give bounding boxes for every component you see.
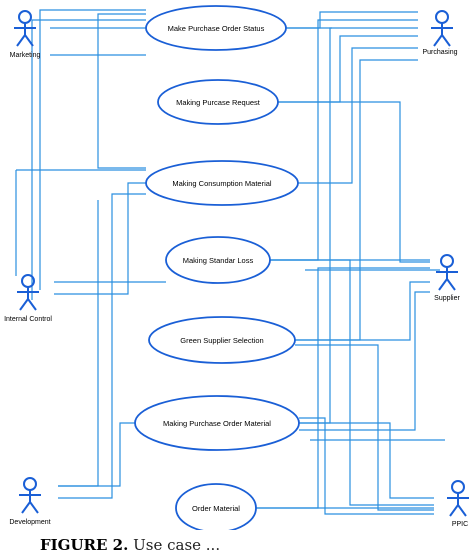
association-line (256, 267, 430, 509)
association-line (97, 13, 146, 55)
use-case-label: Green Supplier Selection (180, 336, 263, 345)
use-case-label: Making Purchase Order Material (163, 419, 271, 428)
actor-label: Purchasing (422, 49, 457, 56)
actor-label: Development (9, 519, 50, 526)
use-case-order-material[interactable]: Order Material (175, 483, 257, 530)
association-line (58, 200, 99, 487)
association-lines (15, 9, 445, 515)
use-case-label: Making Purcase Request (176, 98, 261, 107)
use-case-diagram: Make Purchase Order Status Making Purcas… (4, 5, 469, 530)
use-case-label: Make Purchase Order Status (168, 24, 265, 33)
use-case-making-consumption-material[interactable]: Making Consumption Material (145, 160, 299, 206)
actor-marketing[interactable]: Marketing (10, 10, 41, 59)
actor-internal-control[interactable]: Internal Control (4, 274, 52, 323)
association-line (299, 417, 434, 515)
stick-figure-icon (17, 274, 39, 311)
stick-figure-icon (436, 254, 458, 291)
use-case-making-standar-loss[interactable]: Making Standar Loss (165, 236, 271, 284)
association-line (290, 47, 418, 184)
use-case-green-supplier-selection[interactable]: Green Supplier Selection (148, 316, 296, 364)
association-line (97, 55, 146, 169)
caption-label: FIGURE 2. (40, 536, 129, 554)
association-line (270, 259, 434, 506)
actor-supplier[interactable]: Supplier (434, 254, 461, 302)
association-line (31, 19, 146, 300)
actor-label: PPIC (452, 521, 468, 528)
use-case-make-purchase-order-status[interactable]: Make Purchase Order Status (145, 5, 287, 51)
actor-development[interactable]: Development (9, 477, 51, 526)
actor-label: Internal Control (4, 316, 52, 323)
use-case-label: Order Material (192, 504, 240, 513)
actor-purchasing[interactable]: Purchasing (422, 10, 458, 56)
association-line (295, 344, 434, 511)
actor-label: Supplier (434, 295, 460, 302)
association-line (58, 422, 135, 487)
association-line (39, 9, 146, 290)
actor-ppic[interactable]: PPIC (447, 480, 469, 528)
association-line (295, 281, 430, 341)
use-case-making-purchase-order-material[interactable]: Making Purchase Order Material (134, 395, 300, 451)
association-line (299, 291, 430, 431)
association-line (299, 422, 434, 499)
association-line (58, 193, 146, 499)
use-case-making-purcase-request[interactable]: Making Purcase Request (157, 79, 279, 125)
caption-text: Use case ... (128, 536, 221, 554)
use-case-label: Making Standar Loss (183, 256, 254, 265)
association-line (270, 19, 418, 261)
association-line (278, 101, 430, 263)
use-case-label: Making Consumption Material (172, 179, 272, 188)
association-line (54, 182, 146, 295)
stick-figure-icon (14, 10, 36, 47)
actor-label: Marketing (10, 52, 41, 59)
stick-figure-icon (447, 480, 469, 517)
stick-figure-icon (19, 477, 41, 514)
figure-caption: FIGURE 2. Use case ... (0, 536, 474, 555)
association-line (278, 35, 418, 103)
stick-figure-icon (431, 10, 453, 47)
